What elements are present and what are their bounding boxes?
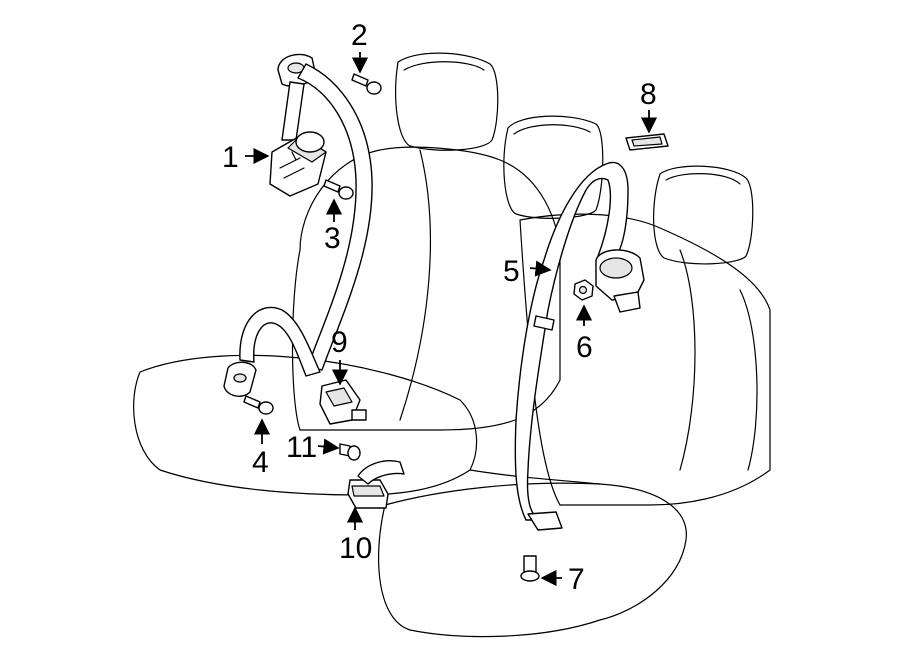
right-headrest bbox=[653, 165, 754, 265]
buckle-part-10 bbox=[347, 460, 405, 509]
right-belt-webbing bbox=[514, 161, 629, 521]
callout-10: 10 bbox=[339, 532, 372, 565]
callout-5: 5 bbox=[503, 255, 520, 288]
callout-7: 7 bbox=[568, 563, 585, 596]
bolt-3 bbox=[323, 179, 354, 200]
callout-4: 4 bbox=[252, 446, 269, 479]
cover-part-8 bbox=[625, 133, 669, 151]
bolt-7 bbox=[520, 555, 540, 582]
left-seat-cushion bbox=[133, 354, 478, 496]
leader-lines bbox=[245, 52, 658, 587]
callouts: 1 2 3 4 5 6 7 8 9 10 11 bbox=[222, 19, 657, 596]
right-seatback bbox=[519, 213, 771, 506]
right-belt-assembly bbox=[514, 133, 669, 531]
bolt-4 bbox=[243, 395, 274, 415]
nut-6 bbox=[573, 279, 594, 301]
callout-9: 9 bbox=[331, 326, 348, 359]
retractor-upper bbox=[269, 131, 327, 197]
buckle-part-9 bbox=[319, 379, 367, 425]
retractor-right bbox=[595, 249, 645, 313]
callout-6: 6 bbox=[576, 331, 593, 364]
right-seat-cushion bbox=[378, 482, 687, 638]
lower-belt-loop bbox=[239, 306, 321, 377]
callout-3: 3 bbox=[324, 222, 341, 255]
bolt-2 bbox=[351, 73, 382, 95]
left-headrest bbox=[395, 52, 499, 151]
callout-1: 1 bbox=[222, 141, 239, 174]
bolt-11 bbox=[339, 443, 361, 461]
left-belt-assembly bbox=[223, 53, 405, 509]
floor-anchor bbox=[527, 511, 563, 531]
callout-11: 11 bbox=[286, 431, 317, 464]
left-belt-webbing bbox=[281, 81, 305, 141]
callout-2: 2 bbox=[351, 19, 368, 52]
callout-8: 8 bbox=[640, 78, 657, 111]
center-headrest bbox=[503, 115, 604, 219]
